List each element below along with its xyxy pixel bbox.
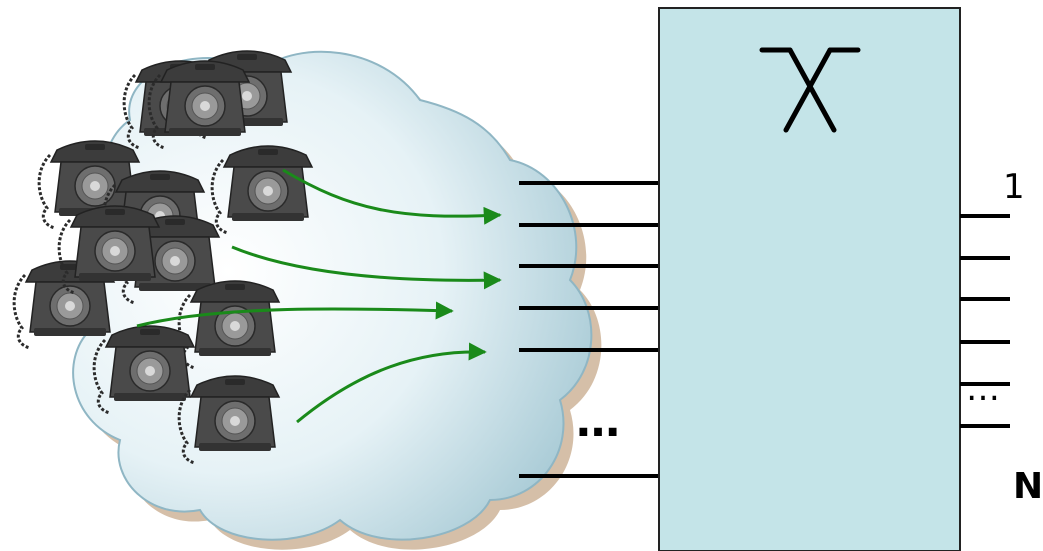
outputs-ellipsis: … [966, 369, 1000, 409]
output-lines [960, 214, 1010, 428]
arrow-icon [282, 168, 502, 225]
switch-icon [759, 47, 861, 133]
arrow-icon [296, 342, 487, 424]
output-first-label: 1 [1003, 167, 1025, 207]
inputs-ellipsis: … [576, 396, 620, 447]
switch-box [658, 7, 961, 551]
arrow-icon [136, 301, 454, 328]
arrow-group [136, 168, 502, 424]
output-last-label: N [1013, 466, 1043, 507]
input-lines [519, 181, 659, 478]
arrow-icon [231, 245, 502, 290]
